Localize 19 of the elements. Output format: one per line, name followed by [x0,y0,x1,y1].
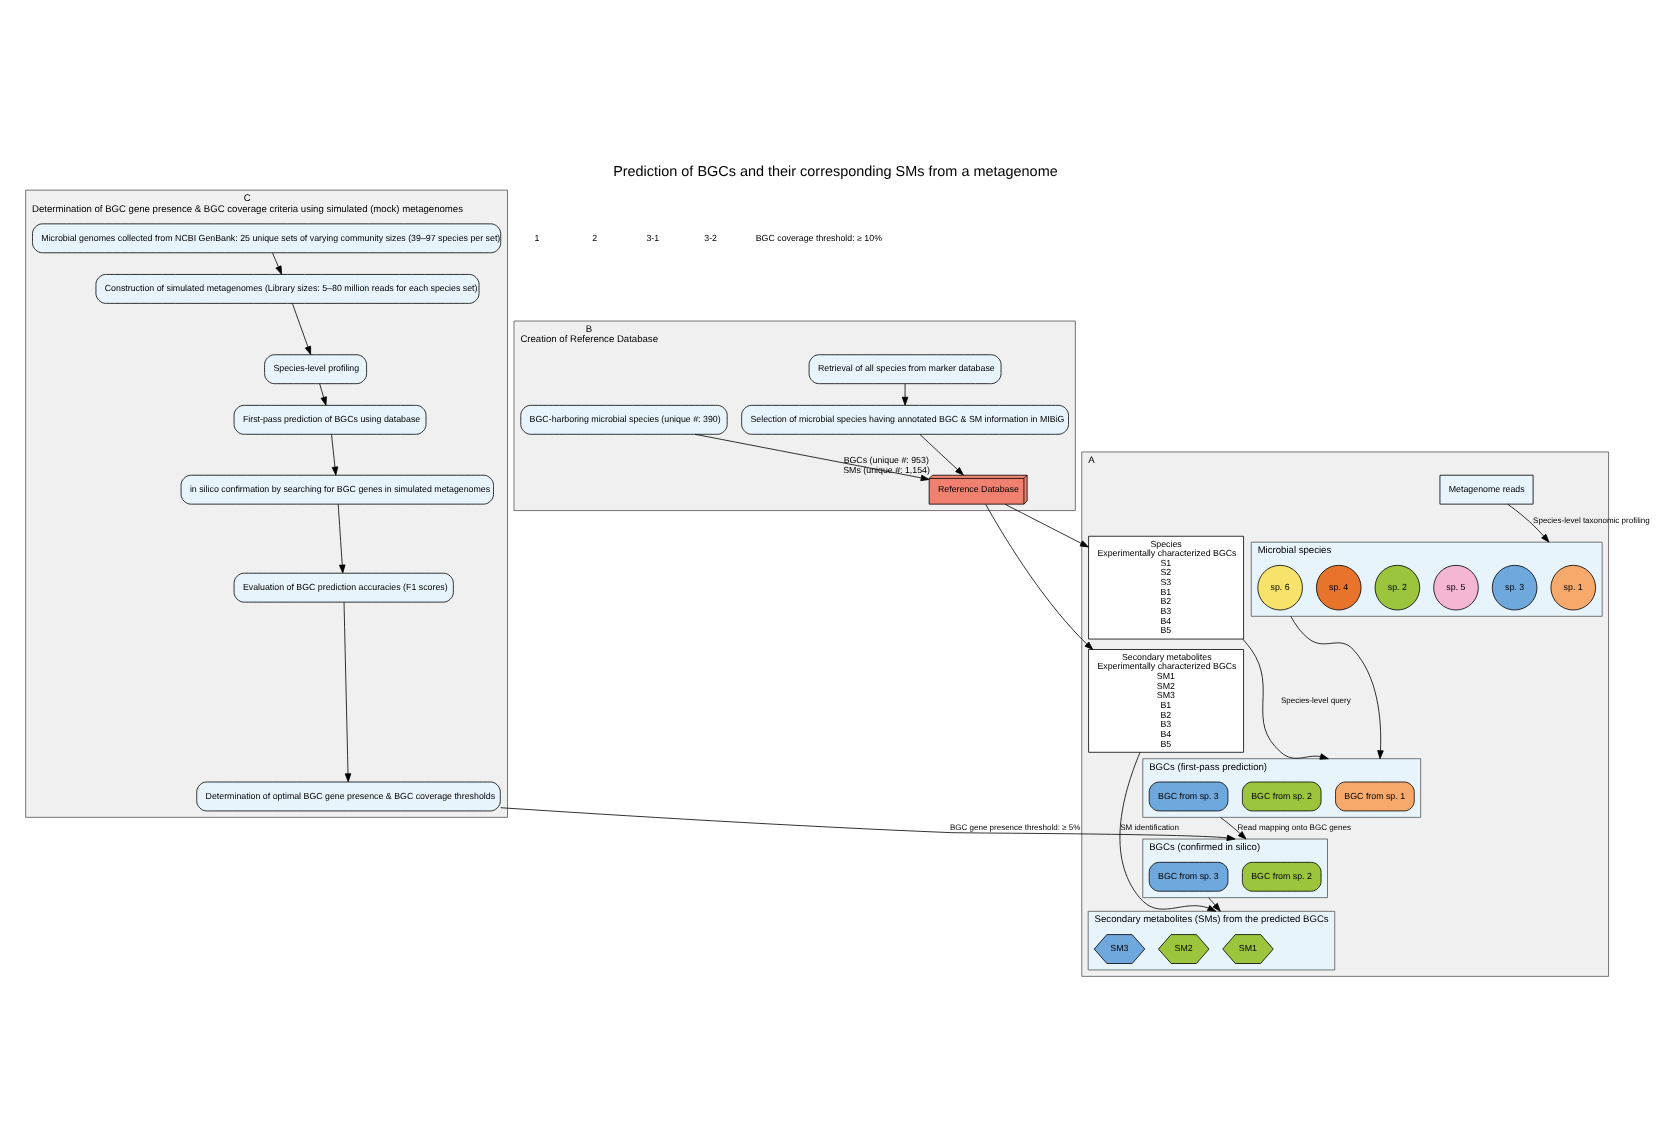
arrow [319,383,327,406]
arrow [1219,816,1247,840]
arrow [1290,615,1384,760]
arrow [337,503,346,574]
diagram-title: Prediction of BGCs and their corresponding SMs from a metagenome [613,161,1058,180]
arrow [343,602,352,783]
arrow [919,434,964,476]
arrow [500,807,1236,841]
arrow [272,252,282,275]
arrow [1119,752,1217,912]
arrow [1242,638,1329,760]
arrow [1507,503,1550,543]
arrow [331,434,339,476]
arrow [694,433,930,482]
arrow [1004,503,1089,548]
arrow [292,303,312,355]
arrow [985,503,1094,650]
arrow [901,383,909,406]
arrow [1208,897,1221,912]
